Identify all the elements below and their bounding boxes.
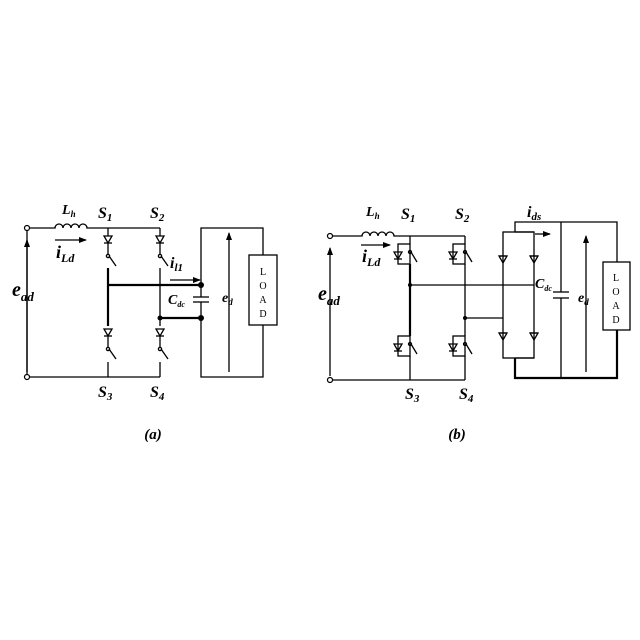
leg-s2-s4	[449, 236, 472, 380]
inductor-label: Lh	[61, 203, 76, 219]
switch-label-s2: S2	[150, 205, 165, 224]
dc-bus-bottom	[201, 318, 263, 377]
source-voltage-label: ead	[12, 279, 34, 304]
source-voltage-label: ead	[318, 283, 340, 308]
input-current-label: iLd	[56, 242, 75, 265]
terminal-top	[328, 234, 333, 239]
switch-label-s3: S3	[405, 386, 420, 405]
switch-label-s1: S1	[401, 206, 415, 225]
load-letter: O	[612, 287, 619, 298]
load-letter: L	[613, 273, 619, 284]
switch-icon	[411, 344, 417, 354]
input-inductor	[332, 232, 465, 236]
switch-label-s1: S1	[98, 205, 112, 224]
load-letter: A	[259, 295, 267, 306]
output-current-label: il1	[170, 255, 183, 274]
input-current-label: iLd	[362, 246, 381, 269]
leg-s1-s3	[104, 228, 116, 377]
dc-capacitor	[193, 285, 209, 318]
load-letter: D	[612, 315, 619, 326]
switch-icon	[466, 344, 472, 354]
switch-label-s3: S3	[98, 384, 113, 403]
figure-caption-a: (a)	[144, 427, 162, 443]
diode-icon	[104, 236, 112, 243]
switch-icon	[109, 256, 116, 266]
figure-a: L O A D Lh iLd ead S1 S2 S3 S4 il1 Cdc e…	[12, 203, 277, 443]
load-letter: L	[260, 267, 266, 278]
load-letter: O	[259, 281, 266, 292]
dc-bus-bottom	[515, 330, 617, 378]
figure-caption-b: (b)	[448, 427, 466, 443]
inductor-label: Lh	[365, 205, 380, 221]
switch-icon	[161, 349, 168, 359]
diode-icon	[156, 236, 164, 243]
figure-b: L O A D Lh iLd ead S1 S2 S3 S4 ids Cdc e…	[318, 204, 630, 443]
terminal-bottom	[328, 378, 333, 383]
switch-label-s4: S4	[150, 384, 165, 403]
switch-icon	[466, 252, 472, 262]
diode-icon	[104, 329, 112, 336]
capacitor-label: Cdc	[168, 293, 185, 309]
load-letter: D	[259, 309, 266, 320]
capacitor-label: Cdc	[535, 277, 552, 293]
dc-bus-top	[201, 228, 263, 285]
terminal-top	[25, 226, 30, 231]
leg-s2-s4	[108, 228, 168, 377]
switch-label-s4: S4	[459, 386, 474, 405]
dc-current-label: ids	[527, 204, 541, 223]
switch-label-s2: S2	[455, 206, 470, 225]
diode-bridge	[499, 232, 538, 358]
switch-icon	[109, 349, 116, 359]
switch-icon	[161, 256, 168, 266]
input-inductor	[29, 224, 108, 228]
load-letter: A	[612, 301, 620, 312]
dc-voltage-label: ed	[578, 291, 589, 307]
switch-icon	[411, 252, 417, 262]
leg-s1-s3	[394, 236, 417, 380]
terminal-bottom	[25, 375, 30, 380]
dc-voltage-label: ed	[222, 291, 233, 307]
diode-icon	[156, 329, 164, 336]
dc-capacitor	[553, 222, 569, 378]
